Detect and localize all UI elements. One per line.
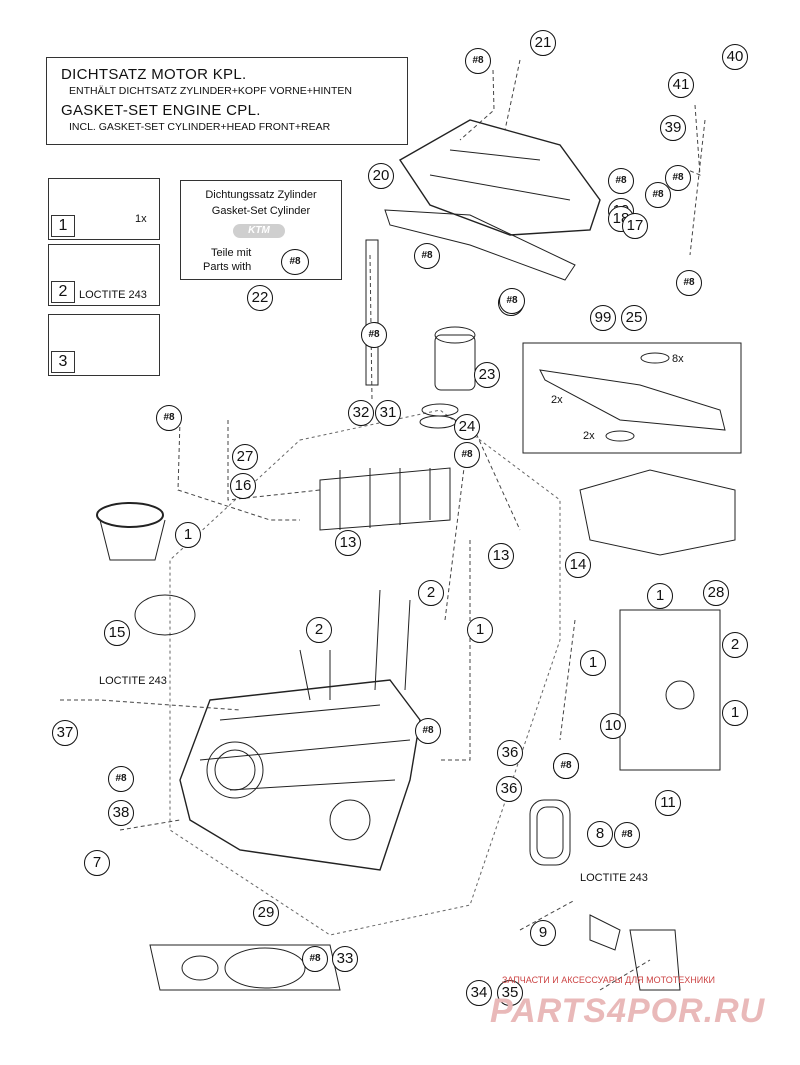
callout-41: 41 [668, 72, 694, 98]
cyl-ref-badge: #8 [281, 249, 309, 275]
callout-1: 1 [580, 650, 606, 676]
ktm-logo: KTM [233, 224, 285, 238]
callout-ref8: #8 [361, 322, 387, 348]
callout-36: 36 [497, 740, 523, 766]
callout-31: 31 [375, 400, 401, 426]
callout-ref8: #8 [414, 243, 440, 269]
callout-8: 8 [587, 821, 613, 847]
callout-99: 99 [590, 305, 616, 331]
step-2-box: 2 LOCTITE 243 [48, 244, 160, 306]
callout-25: 25 [621, 305, 647, 331]
callout-38: 38 [108, 800, 134, 826]
callout-16: 16 [230, 473, 256, 499]
callout-ref8: #8 [415, 718, 441, 744]
callout-ref8: #8 [645, 182, 671, 208]
callout-40: 40 [722, 44, 748, 70]
step-1-box: 1 1x [48, 178, 160, 240]
callout-1: 1 [722, 700, 748, 726]
callout-20: 20 [368, 163, 394, 189]
step-number: 2 [51, 281, 75, 303]
callout-36: 36 [496, 776, 522, 802]
callout-34: 34 [466, 980, 492, 1006]
kit-line-4: INCL. GASKET-SET CYLINDER+HEAD FRONT+REA… [69, 121, 331, 133]
callout-28: 28 [703, 580, 729, 606]
callout-32: 32 [348, 400, 374, 426]
callout-1: 1 [175, 522, 201, 548]
callout-13: 13 [335, 530, 361, 556]
callout-14: 14 [565, 552, 591, 578]
quantity-2x-b: 2x [583, 430, 595, 442]
callout-9: 9 [530, 920, 556, 946]
cyl-line-2: Gasket-Set Cylinder [211, 205, 311, 217]
watermark-logo: PARTS4POR.RU [490, 992, 766, 1030]
callout-ref8: #8 [465, 48, 491, 74]
step-number: 1 [51, 215, 75, 237]
callout-ref8: #8 [454, 442, 480, 468]
callout-1: 1 [647, 583, 673, 609]
callout-ref8: #8 [108, 766, 134, 792]
callout-2: 2 [722, 632, 748, 658]
callout-15: 15 [104, 620, 130, 646]
cyl-line-3: Teile mit [211, 247, 252, 259]
callout-ref8: #8 [499, 288, 525, 314]
callout-1: 1 [467, 617, 493, 643]
callout-22: 22 [247, 285, 273, 311]
callout-21: 21 [530, 30, 556, 56]
callout-33: 33 [332, 946, 358, 972]
callout-27: 27 [232, 444, 258, 470]
cyl-line-4: Parts with [203, 261, 252, 273]
callout-2: 2 [418, 580, 444, 606]
callout-10: 10 [600, 713, 626, 739]
callout-ref8: #8 [156, 405, 182, 431]
loctite-label-left: LOCTITE 243 [99, 675, 167, 687]
kit-line-2: ENTHÄLT DICHTSATZ ZYLINDER+KOPF VORNE+HI… [69, 85, 352, 97]
callout-18: 18 [608, 206, 634, 232]
callout-35: 35 [497, 980, 523, 1006]
kit-line-1: DICHTSATZ MOTOR KPL. [61, 66, 247, 83]
callout-2: 2 [306, 617, 332, 643]
callout-29: 29 [253, 900, 279, 926]
callout-ref8: #8 [553, 753, 579, 779]
callout-ref8: #8 [676, 270, 702, 296]
engine-gasket-set-note: DICHTSATZ MOTOR KPL. ENTHÄLT DICHTSATZ Z… [46, 57, 408, 145]
callout-ref8: #8 [608, 168, 634, 194]
quantity-8x: 8x [672, 353, 684, 365]
callout-37: 37 [52, 720, 78, 746]
cylinder-gasket-set-note: Dichtungssatz Zylinder Gasket-Set Cylind… [180, 180, 342, 280]
kit-line-3: GASKET-SET ENGINE CPL. [61, 102, 261, 119]
step-label: 1x [135, 213, 147, 225]
cyl-line-1: Dichtungssatz Zylinder [205, 189, 317, 201]
callout-11: 11 [655, 790, 681, 816]
callout-39: 39 [660, 115, 686, 141]
callout-7: 7 [84, 850, 110, 876]
watermark-caption: ЗАПЧАСТИ И АКСЕССУАРЫ ДЛЯ МОТОТЕХНИКИ [502, 975, 715, 985]
callout-ref8: #8 [665, 165, 691, 191]
loctite-label-right: LOCTITE 243 [580, 872, 648, 884]
step-text: LOCTITE 243 [79, 289, 147, 301]
callout-ref8: #8 [614, 822, 640, 848]
callout-23: 23 [474, 362, 500, 388]
step-3-box: 3 [48, 314, 160, 376]
callout-13: 13 [488, 543, 514, 569]
step-number: 3 [51, 351, 75, 373]
callout-17: 17 [622, 213, 648, 239]
callout-24: 24 [454, 414, 480, 440]
quantity-2x-a: 2x [551, 394, 563, 406]
callout-ref8: #8 [302, 946, 328, 972]
